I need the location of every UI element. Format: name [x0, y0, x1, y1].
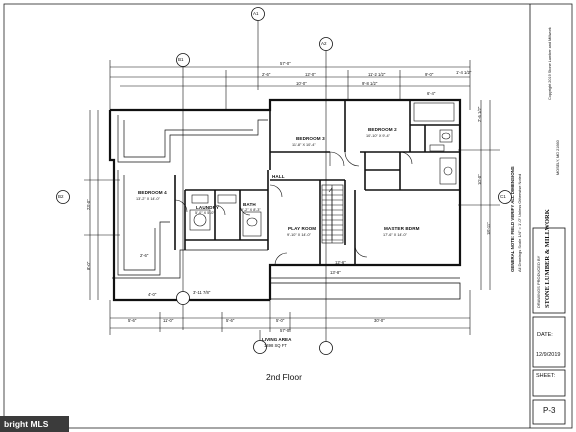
room-bedroom-3-size: 11'-8" X 10'-4" — [292, 143, 316, 147]
room-bedroom-2-size: 10'-10" X 9'-4" — [366, 134, 390, 138]
dim-top-1: 2'-6" — [262, 72, 271, 77]
grid-marker-left — [56, 190, 70, 204]
dim-top-4: 9'-0" — [425, 72, 434, 77]
room-bedroom-2: BEDROOM 2 — [368, 127, 397, 132]
room-bath-size: 5'-2" X 8'-3" — [241, 208, 261, 212]
room-bedroom-3: BEDROOM 3 — [296, 136, 325, 141]
bottom-dimension-lines — [109, 290, 471, 345]
dim-bottom-2: 11'-0" — [163, 318, 174, 323]
room-bath: BATH — [243, 202, 256, 207]
general-note: GENERAL NOTE: FIELD VERIFY ALL DIMENSION… — [510, 166, 515, 272]
dim-left-1: 23'-0" — [86, 199, 91, 210]
dim-right-3: 10'-0" — [477, 174, 482, 185]
dim-small-5: 13'-8" — [330, 270, 341, 275]
room-play-room: PLAY ROOM — [288, 226, 317, 231]
dim-top-2: 12'-0" — [305, 72, 316, 77]
floor-title: 2nd Floor — [266, 372, 302, 382]
grid-marker-label-2: A2 — [321, 41, 327, 46]
living-area-value: 1498 SQ FT — [264, 343, 287, 348]
door-swings — [174, 151, 413, 266]
grid-markers — [56, 7, 512, 355]
dim-top-right: 1'-4 1/2" — [456, 70, 472, 75]
room-laundry-size: 5'-0" X 5'-0" — [195, 211, 215, 215]
sheet-value: P-3 — [543, 406, 556, 415]
source-badge: bright MLS — [0, 416, 69, 432]
room-play-room-size: 9'-10" X 14'-0" — [287, 233, 311, 237]
exterior-walls — [108, 98, 462, 302]
drawings-by-label: DRAWINGS PRODUCED BY — [536, 255, 541, 308]
stairs — [321, 184, 344, 244]
room-master-bdrm-size: 17'-6" X 14'-0" — [383, 233, 407, 237]
grid-marker-right — [498, 190, 512, 204]
dim-top2-3: 6'-4" — [427, 91, 436, 96]
dim-right-1: 2'-6 1/2" — [477, 106, 482, 122]
dim-right-2: 18'-11" — [486, 222, 491, 235]
room-bedroom-4: BEDROOM 4 — [138, 190, 167, 195]
top-dimension-lines — [109, 20, 471, 350]
dim-bottom-3: 5'-6" — [226, 318, 235, 323]
dim-top-3: 11'-2 1/2" — [368, 72, 386, 77]
dim-small-3: 12'-6" — [335, 260, 346, 265]
room-bedroom-4-size: 13'-2" X 14'-0" — [136, 197, 160, 201]
dim-top2-1: 10'-0" — [296, 81, 307, 86]
knee-walls — [112, 115, 268, 279]
grid-marker-label-5: C1 — [500, 194, 506, 199]
dim-small-1: 4'-0" — [148, 292, 157, 297]
dim-overall-bottom: 57'-0" — [280, 328, 291, 333]
grid-marker-top-3 — [176, 53, 190, 67]
room-laundry: LAUNDRY — [196, 205, 219, 210]
date-value: 12/9/2019 — [536, 352, 561, 358]
dim-overall-top: 57'-0" — [280, 61, 291, 66]
dim-bottom-4: 5'-0" — [276, 318, 285, 323]
room-hall: HALL — [272, 174, 285, 179]
sheet-label: SHEET: — [536, 373, 556, 379]
title-block-frame — [529, 4, 566, 428]
interior-walls — [174, 100, 460, 265]
grid-marker-top — [251, 7, 265, 21]
grid-marker-bottom-left — [176, 291, 190, 305]
dim-left-2: 8'-0" — [86, 261, 91, 270]
balcony-rail — [269, 277, 461, 300]
grid-marker-bottom-2 — [253, 340, 267, 354]
location-note: MOSELY, MD 21660 — [556, 140, 560, 175]
company-logo-text: STONE LUMBER & MILLWORK — [544, 209, 551, 308]
grid-marker-label-3: B1 — [178, 57, 184, 62]
living-area-label: LIVING AREA — [262, 337, 292, 342]
dim-small-4: 2'-6" — [140, 253, 149, 258]
dim-top2-2: 9'-8 1/2" — [362, 81, 378, 86]
dim-bottom-5: 30'-0" — [374, 318, 385, 323]
dim-bottom-1: 5'-6" — [128, 318, 137, 323]
date-label: DATE: — [537, 332, 553, 338]
scale-note: All Drawings Scale 1/4" = 1'-0" Unless O… — [517, 173, 522, 272]
dim-small-2: 3'-11 7/8" — [193, 290, 211, 295]
side-dimension-lines — [84, 100, 500, 300]
grid-marker-label-4: B2 — [58, 194, 64, 199]
copyright-note: Copyright 2019 Stone Lumber and Millwork — [548, 27, 552, 100]
fixtures — [189, 102, 457, 237]
grid-marker-top-2 — [319, 37, 333, 51]
grid-marker-label-1: A1 — [253, 11, 259, 16]
grid-marker-bottom — [319, 341, 333, 355]
room-master-bdrm: MASTER BDRM — [384, 226, 420, 231]
